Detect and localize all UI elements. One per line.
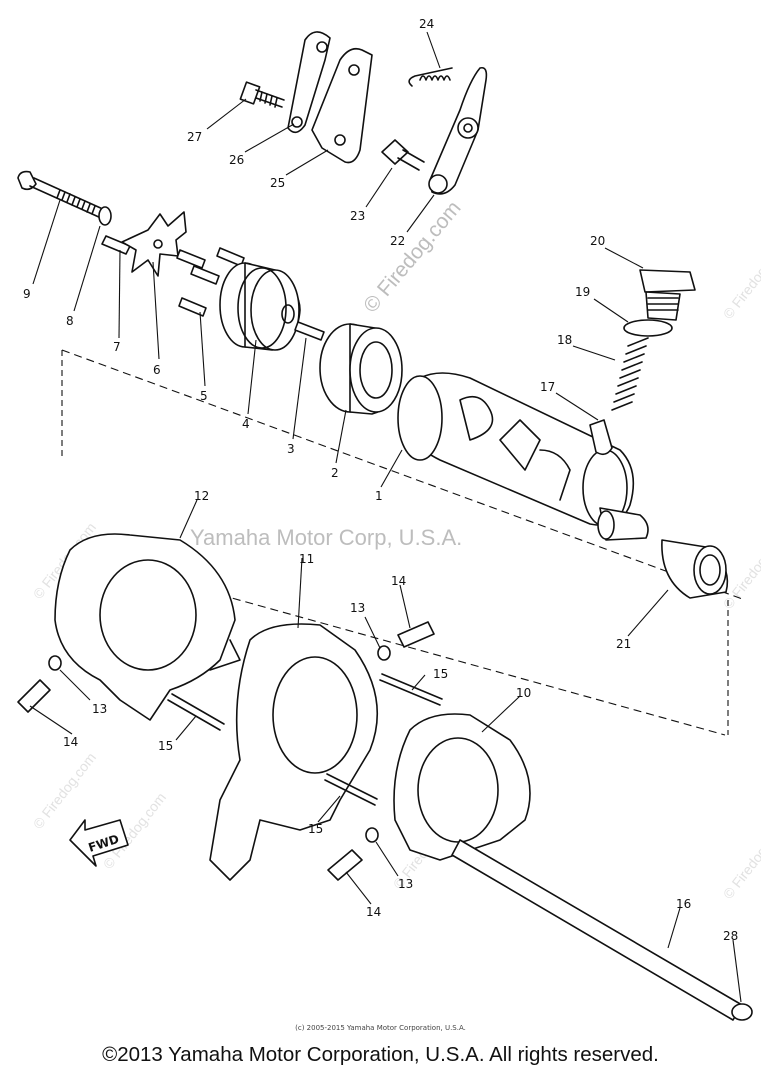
callout-15a: 15: [433, 667, 448, 681]
callout-23: 23: [350, 209, 365, 223]
svg-text:© Firedog.com: © Firedog.com: [720, 819, 761, 901]
callout-13c: 13: [398, 877, 413, 891]
callout-12: 12: [194, 489, 209, 503]
part-26-plate: [287, 31, 331, 134]
callout-5: 5: [200, 389, 208, 403]
part-12-shift-fork: [54, 533, 241, 721]
callout-10: 10: [516, 686, 531, 700]
part-5-pins: [176, 247, 245, 317]
callout-13b: 13: [92, 702, 107, 716]
part-3-pin: [294, 321, 325, 341]
part-10-shift-fork: [393, 713, 531, 861]
callout-19: 19: [575, 285, 590, 299]
callout-21: 21: [616, 637, 631, 651]
watermark-firedog: © Firedog.com: [359, 197, 465, 318]
part-11-shift-fork: [209, 623, 379, 881]
callout-16: 16: [676, 897, 691, 911]
svg-text:© Firedog.com: © Firedog.com: [720, 239, 761, 321]
callout-15c: 15: [308, 822, 323, 836]
callout-3: 3: [287, 442, 295, 456]
callout-18: 18: [557, 333, 572, 347]
part-15-clips: [167, 673, 443, 806]
callout-4: 4: [242, 417, 250, 431]
callout-14c: 14: [366, 905, 381, 919]
callout-22: 22: [390, 234, 405, 248]
watermark-yamaha: Yamaha Motor Corp, U.S.A.: [190, 525, 462, 550]
footer-small-copyright: (c) 2005-2015 Yamaha Motor Corporation, …: [295, 1024, 466, 1032]
part-25-plate: [311, 47, 373, 164]
callout-6: 6: [153, 363, 161, 377]
callout-11: 11: [299, 552, 314, 566]
svg-text:© Firedog.com: © Firedog.com: [30, 749, 99, 831]
part-6-segment: [121, 211, 187, 277]
part-16-fork-shaft: [451, 839, 743, 1021]
part-14-pins: [17, 621, 435, 881]
part-9-bolt: [17, 170, 106, 219]
callout-numbers: 24 27 26 25 23 22 20 19 18 17 9 8 7 6 5 …: [23, 17, 738, 943]
callout-14b: 14: [63, 735, 78, 749]
part-2-bearing: [319, 323, 403, 415]
part-28-cap: [731, 1003, 753, 1021]
footer-copyright: ©2013 Yamaha Motor Corporation, U.S.A. A…: [102, 1043, 659, 1066]
callout-13a: 13: [350, 601, 365, 615]
part-27-bolt: [239, 81, 285, 108]
callout-27: 27: [187, 130, 202, 144]
part-20-plug: [639, 269, 696, 321]
part-1-shift-drum: [397, 372, 649, 541]
callout-20: 20: [590, 234, 605, 248]
callout-2: 2: [331, 466, 339, 480]
callout-25: 25: [270, 176, 285, 190]
callout-7: 7: [113, 340, 121, 354]
part-18-spring: [611, 337, 649, 411]
callout-15b: 15: [158, 739, 173, 753]
part-19-gasket: [623, 319, 673, 337]
part-23-bolt: [381, 139, 425, 171]
forward-arrow-icon: FWD: [69, 819, 129, 867]
callout-28: 28: [723, 929, 738, 943]
part-17-plunger: [589, 419, 613, 456]
callout-8: 8: [66, 314, 74, 328]
callout-14a: 14: [391, 574, 406, 588]
part-21-bearing: [661, 539, 729, 599]
part-4-shift-cam: [219, 262, 301, 351]
callout-1: 1: [375, 489, 383, 503]
part-13-rollers: [48, 645, 391, 843]
part-8-washer: [98, 206, 112, 226]
callout-17: 17: [540, 380, 555, 394]
callout-9: 9: [23, 287, 31, 301]
part-24-spring: [408, 67, 453, 87]
callout-24: 24: [419, 17, 434, 31]
part-22-stopper-arm: [428, 66, 488, 195]
callout-26: 26: [229, 153, 244, 167]
leader-lines: [29, 31, 742, 1003]
